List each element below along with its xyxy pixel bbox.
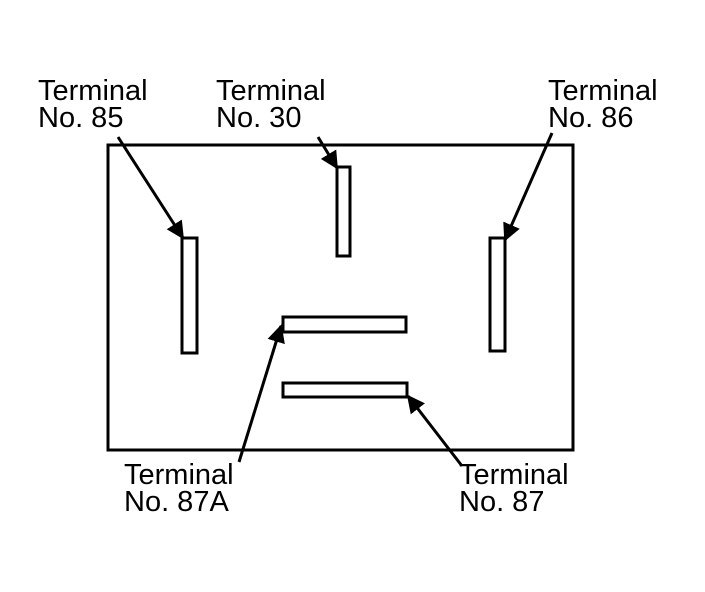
terminal-30-pin [335,165,352,258]
terminal-86-label-line2: No. 86 [548,102,634,134]
terminal-85-pin [180,236,199,355]
relay-body-outline [106,143,575,452]
terminal-87-label: Terminal No. 87 [459,459,569,518]
terminal-87a-arrow [237,324,285,463]
terminal-87a-label: Terminal No. 87A [124,459,234,518]
terminal-87a-label-line1: Terminal [124,459,234,491]
terminal-86-label-line1: Terminal [548,75,658,107]
terminal-87-label-line2: No. 87 [459,486,545,518]
terminal-86-pin [488,236,507,353]
terminal-87a-pin [281,315,408,334]
terminal-30-arrow [316,136,339,170]
terminal-86-arrow [503,132,554,242]
terminal-87-pin [281,381,409,399]
terminal-85-label-line2: No. 85 [38,102,124,134]
terminal-30-label: Terminal No. 30 [216,75,326,134]
terminal-85-label: Terminal No. 85 [38,75,148,134]
terminal-87-label-line1: Terminal [459,459,569,491]
terminal-30-label-line2: No. 30 [216,102,302,134]
terminal-85-label-line1: Terminal [38,75,148,107]
terminal-30-label-line1: Terminal [216,75,326,107]
terminal-87-arrow [406,394,464,467]
terminal-86-label: Terminal No. 86 [548,75,658,134]
terminal-85-arrow [116,136,185,240]
terminal-87a-label-line2: No. 87A [124,486,229,518]
